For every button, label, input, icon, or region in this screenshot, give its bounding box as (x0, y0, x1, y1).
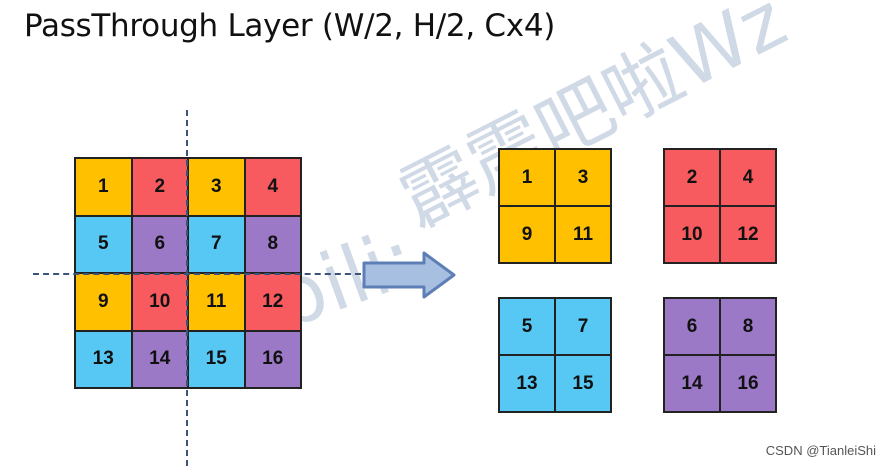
source-credit: CSDN @TianleiShi (765, 443, 876, 458)
page-title: PassThrough Layer (W/2, H/2, Cx4) (24, 8, 556, 44)
grid-cell: 16 (720, 355, 776, 412)
grid-cell: 3 (555, 149, 611, 206)
horizontal-split-line (33, 273, 371, 275)
grid-cell: 7 (188, 215, 245, 273)
grid-cell: 5 (75, 215, 132, 273)
grid-cell: 6 (131, 215, 188, 273)
grid-cell: 7 (555, 298, 611, 355)
grid-cell: 15 (555, 355, 611, 412)
right-arrow-icon (362, 251, 456, 299)
grid-cell: 11 (555, 206, 611, 263)
grid-cell: 9 (499, 206, 555, 263)
grid-cell: 5 (499, 298, 555, 355)
grid-cell: 9 (75, 273, 132, 331)
grid-cell: 2 (131, 158, 188, 216)
grid-cell: 15 (188, 330, 245, 388)
grid-cell: 2 (664, 149, 720, 206)
grid-cell: 4 (720, 149, 776, 206)
grid-cell: 13 (75, 330, 132, 388)
grid-cell: 14 (131, 330, 188, 388)
grid-cell: 1 (499, 149, 555, 206)
grid-cell: 8 (720, 298, 776, 355)
grid-cell: 12 (720, 206, 776, 263)
grid-cell: 14 (664, 355, 720, 412)
grid-cell: 3 (188, 158, 245, 216)
grid-cell: 16 (244, 330, 301, 388)
grid-cell: 8 (244, 215, 301, 273)
grid-cell: 1 (75, 158, 132, 216)
grid-cell: 10 (664, 206, 720, 263)
grid-cell: 10 (131, 273, 188, 331)
vertical-split-line (186, 110, 188, 466)
grid-cell: 11 (188, 273, 245, 331)
grid-cell: 12 (244, 273, 301, 331)
grid-cell: 13 (499, 355, 555, 412)
grid-cell: 4 (244, 158, 301, 216)
grid-cell: 6 (664, 298, 720, 355)
